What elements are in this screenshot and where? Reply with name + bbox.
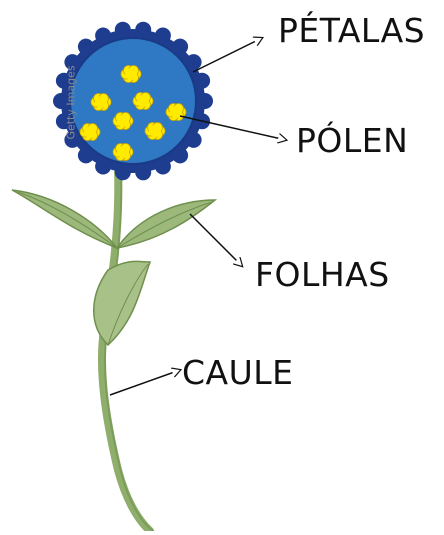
label-pollen: PÓLEN xyxy=(296,124,408,157)
watermark: Getty Images xyxy=(65,65,78,139)
label-petals: PÉTALAS xyxy=(278,14,425,47)
arrow-stem xyxy=(110,370,180,395)
pollen-grain xyxy=(121,66,141,83)
leaf-left xyxy=(12,190,117,248)
label-leaves: FOLHAS xyxy=(255,258,390,291)
pollen-grain xyxy=(145,123,165,140)
label-stem: CAULE xyxy=(182,356,294,389)
pollen-grain xyxy=(113,144,133,161)
pollen-grain xyxy=(91,94,111,111)
pollen-grain xyxy=(166,104,186,121)
arrow-leaves xyxy=(190,214,242,266)
pollen-grain xyxy=(113,113,133,130)
arrow-petals xyxy=(193,38,262,72)
pollen-grain xyxy=(133,93,153,110)
pollen-grain xyxy=(80,124,100,141)
